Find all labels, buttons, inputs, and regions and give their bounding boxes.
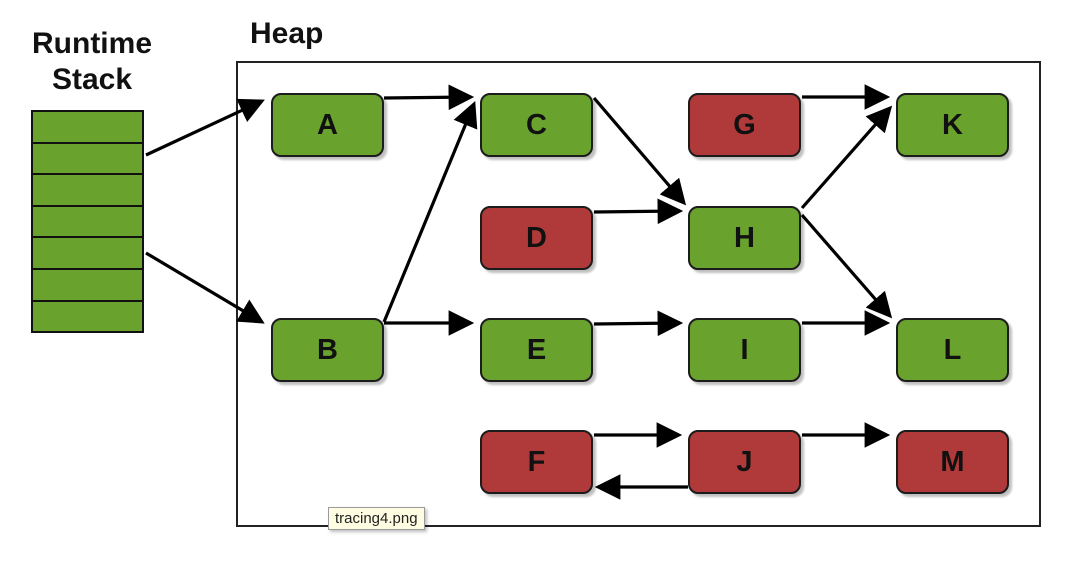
heap-object-b: B xyxy=(271,318,384,382)
heap-region xyxy=(236,61,1041,527)
stack-slot xyxy=(33,270,142,302)
heap-object-f: F xyxy=(480,430,593,494)
heap-title: Heap xyxy=(250,17,324,50)
heap-object-g: G xyxy=(688,93,801,157)
arrow-h-to-l xyxy=(800,213,893,319)
heap-object-e: E xyxy=(480,318,593,382)
heap-object-c: C xyxy=(480,93,593,157)
stack-slot xyxy=(33,175,142,207)
filename-tooltip: tracing4.png xyxy=(328,507,425,530)
heap-object-a: A xyxy=(271,93,384,157)
heap-object-h: H xyxy=(688,206,801,270)
arrow-stack-to-b xyxy=(145,251,265,324)
stack-slot xyxy=(33,144,142,176)
heap-object-l: L xyxy=(896,318,1009,382)
arrow-b-to-c xyxy=(382,101,478,323)
heap-object-k: K xyxy=(896,93,1009,157)
arrow-e-to-i xyxy=(593,310,684,337)
runtime-stack xyxy=(31,110,144,333)
heap-object-d: D xyxy=(480,206,593,270)
stack-slot xyxy=(33,238,142,270)
heap-object-m: M xyxy=(896,430,1009,494)
heap-object-j: J xyxy=(688,430,801,494)
runtime-stack-title: Runtime Stack xyxy=(32,27,152,96)
heap-object-i: I xyxy=(688,318,801,382)
arrow-h-to-k xyxy=(800,105,893,210)
stack-slot xyxy=(33,207,142,239)
arrow-a-to-c xyxy=(383,84,475,111)
arrow-c-to-h xyxy=(592,96,687,206)
arrow-d-to-h xyxy=(593,198,684,225)
stack-slot xyxy=(33,112,142,144)
arrow-stack-to-a xyxy=(145,98,265,157)
